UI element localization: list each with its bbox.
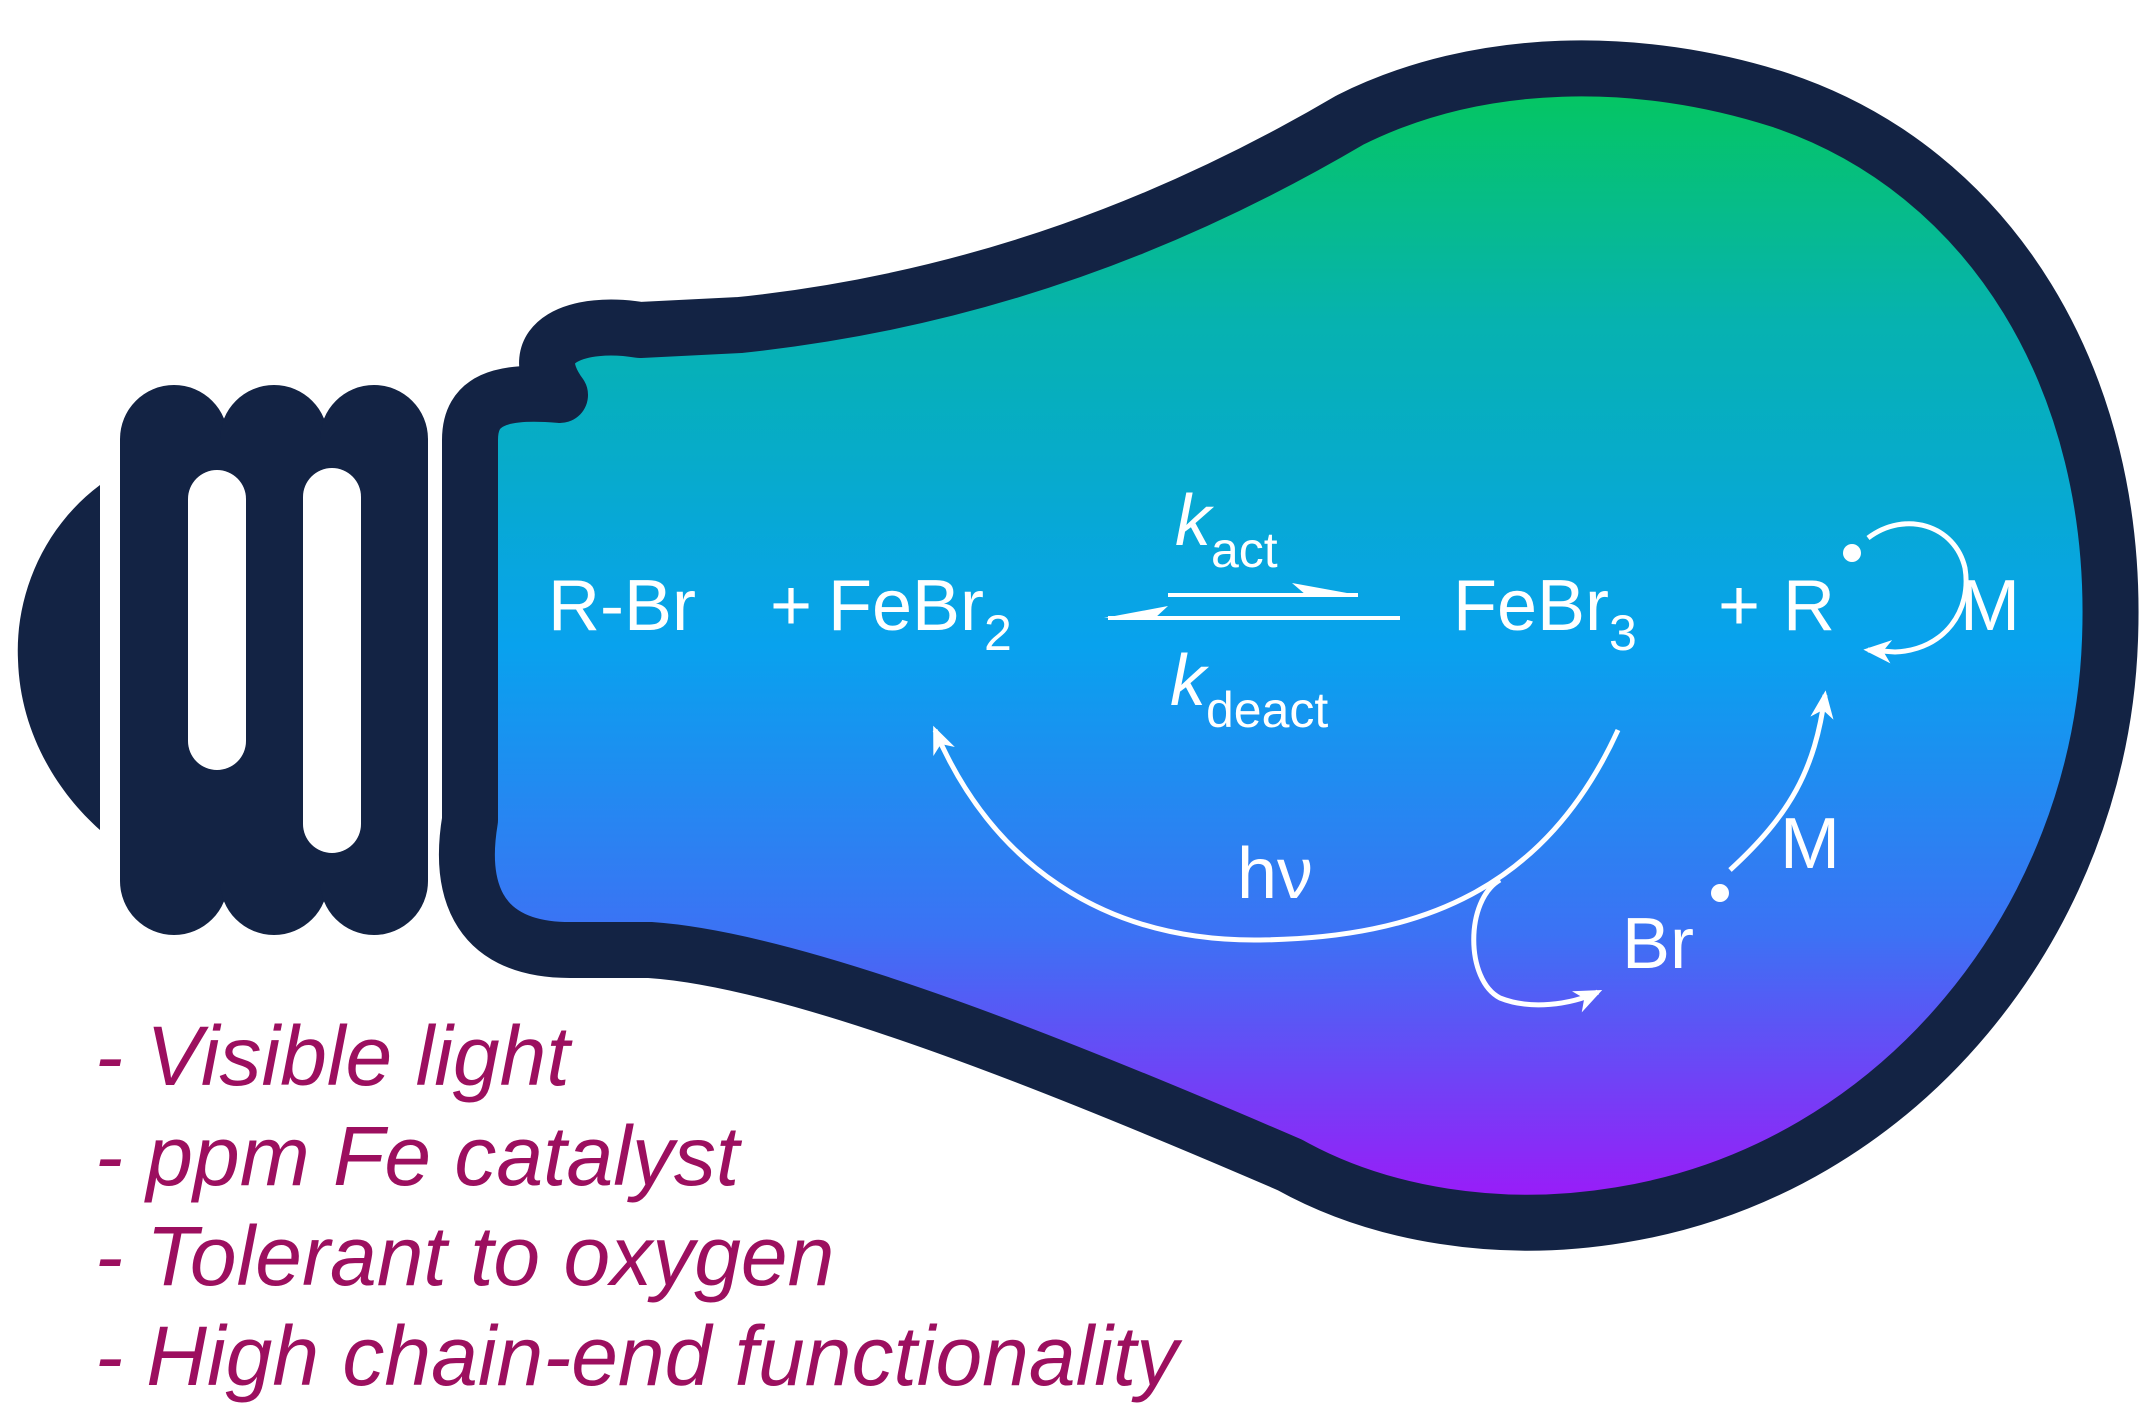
plus-sign-left: + [770, 566, 812, 646]
iron-catalyst-base: FeBr [828, 566, 984, 646]
deactivator-subscript: 3 [1609, 605, 1637, 661]
deactivator-base: FeBr [1453, 566, 1609, 646]
monomer-propagation-label: M [1960, 566, 2020, 646]
bulb-base-cap [17, 485, 100, 830]
feature-visible-light: - Visible light [95, 1009, 573, 1103]
base-slot-1 [188, 470, 246, 770]
feature-list: - Visible light - ppm Fe catalyst - Tole… [95, 1009, 1183, 1403]
bromine-release-arrow [1471, 877, 1603, 1013]
bromine-to-radical-arrow [1728, 690, 1834, 872]
plus-sign-right: + [1718, 566, 1760, 646]
k-deact-symbol: k [1170, 641, 1210, 721]
radical-dot-r [1843, 544, 1861, 562]
feature-ppm-fe-catalyst: - ppm Fe catalyst [95, 1109, 743, 1203]
bromine-radical: Br [1622, 904, 1694, 984]
bulb-base [17, 385, 428, 935]
propagation-loop-arrow [1863, 521, 1969, 664]
feature-chain-end-functionality: - High chain-end functionality [95, 1309, 1183, 1403]
base-thread-2 [220, 385, 328, 935]
rate-constant-activation: kact [1175, 481, 1278, 578]
k-act-symbol: k [1175, 481, 1215, 561]
bulb-glass [438, 40, 2139, 1251]
forward-arrowhead [1292, 583, 1358, 595]
radical-r: R [1783, 566, 1835, 646]
k-act-subscript: act [1211, 522, 1278, 578]
deactivator-febr3: FeBr3 [1453, 566, 1637, 661]
monomer-lower-label: M [1780, 804, 1840, 884]
base-slot-2 [303, 468, 361, 853]
photolysis-arc-arrow [932, 725, 1621, 943]
reactant-alkyl-bromide: R-Br [548, 566, 696, 646]
feature-oxygen-tolerance: - Tolerant to oxygen [95, 1209, 834, 1303]
iron-catalyst-subscript: 2 [984, 605, 1012, 661]
k-deact-subscript: deact [1206, 682, 1328, 738]
rate-constant-deactivation: kdeact [1170, 641, 1328, 738]
radical-dot-br [1711, 884, 1729, 902]
iron-catalyst-febr2: FeBr2 [828, 566, 1012, 661]
equilibrium-arrows [1104, 583, 1400, 620]
reverse-arrowhead [1104, 606, 1168, 618]
light-label-hnu: hν [1237, 834, 1313, 914]
